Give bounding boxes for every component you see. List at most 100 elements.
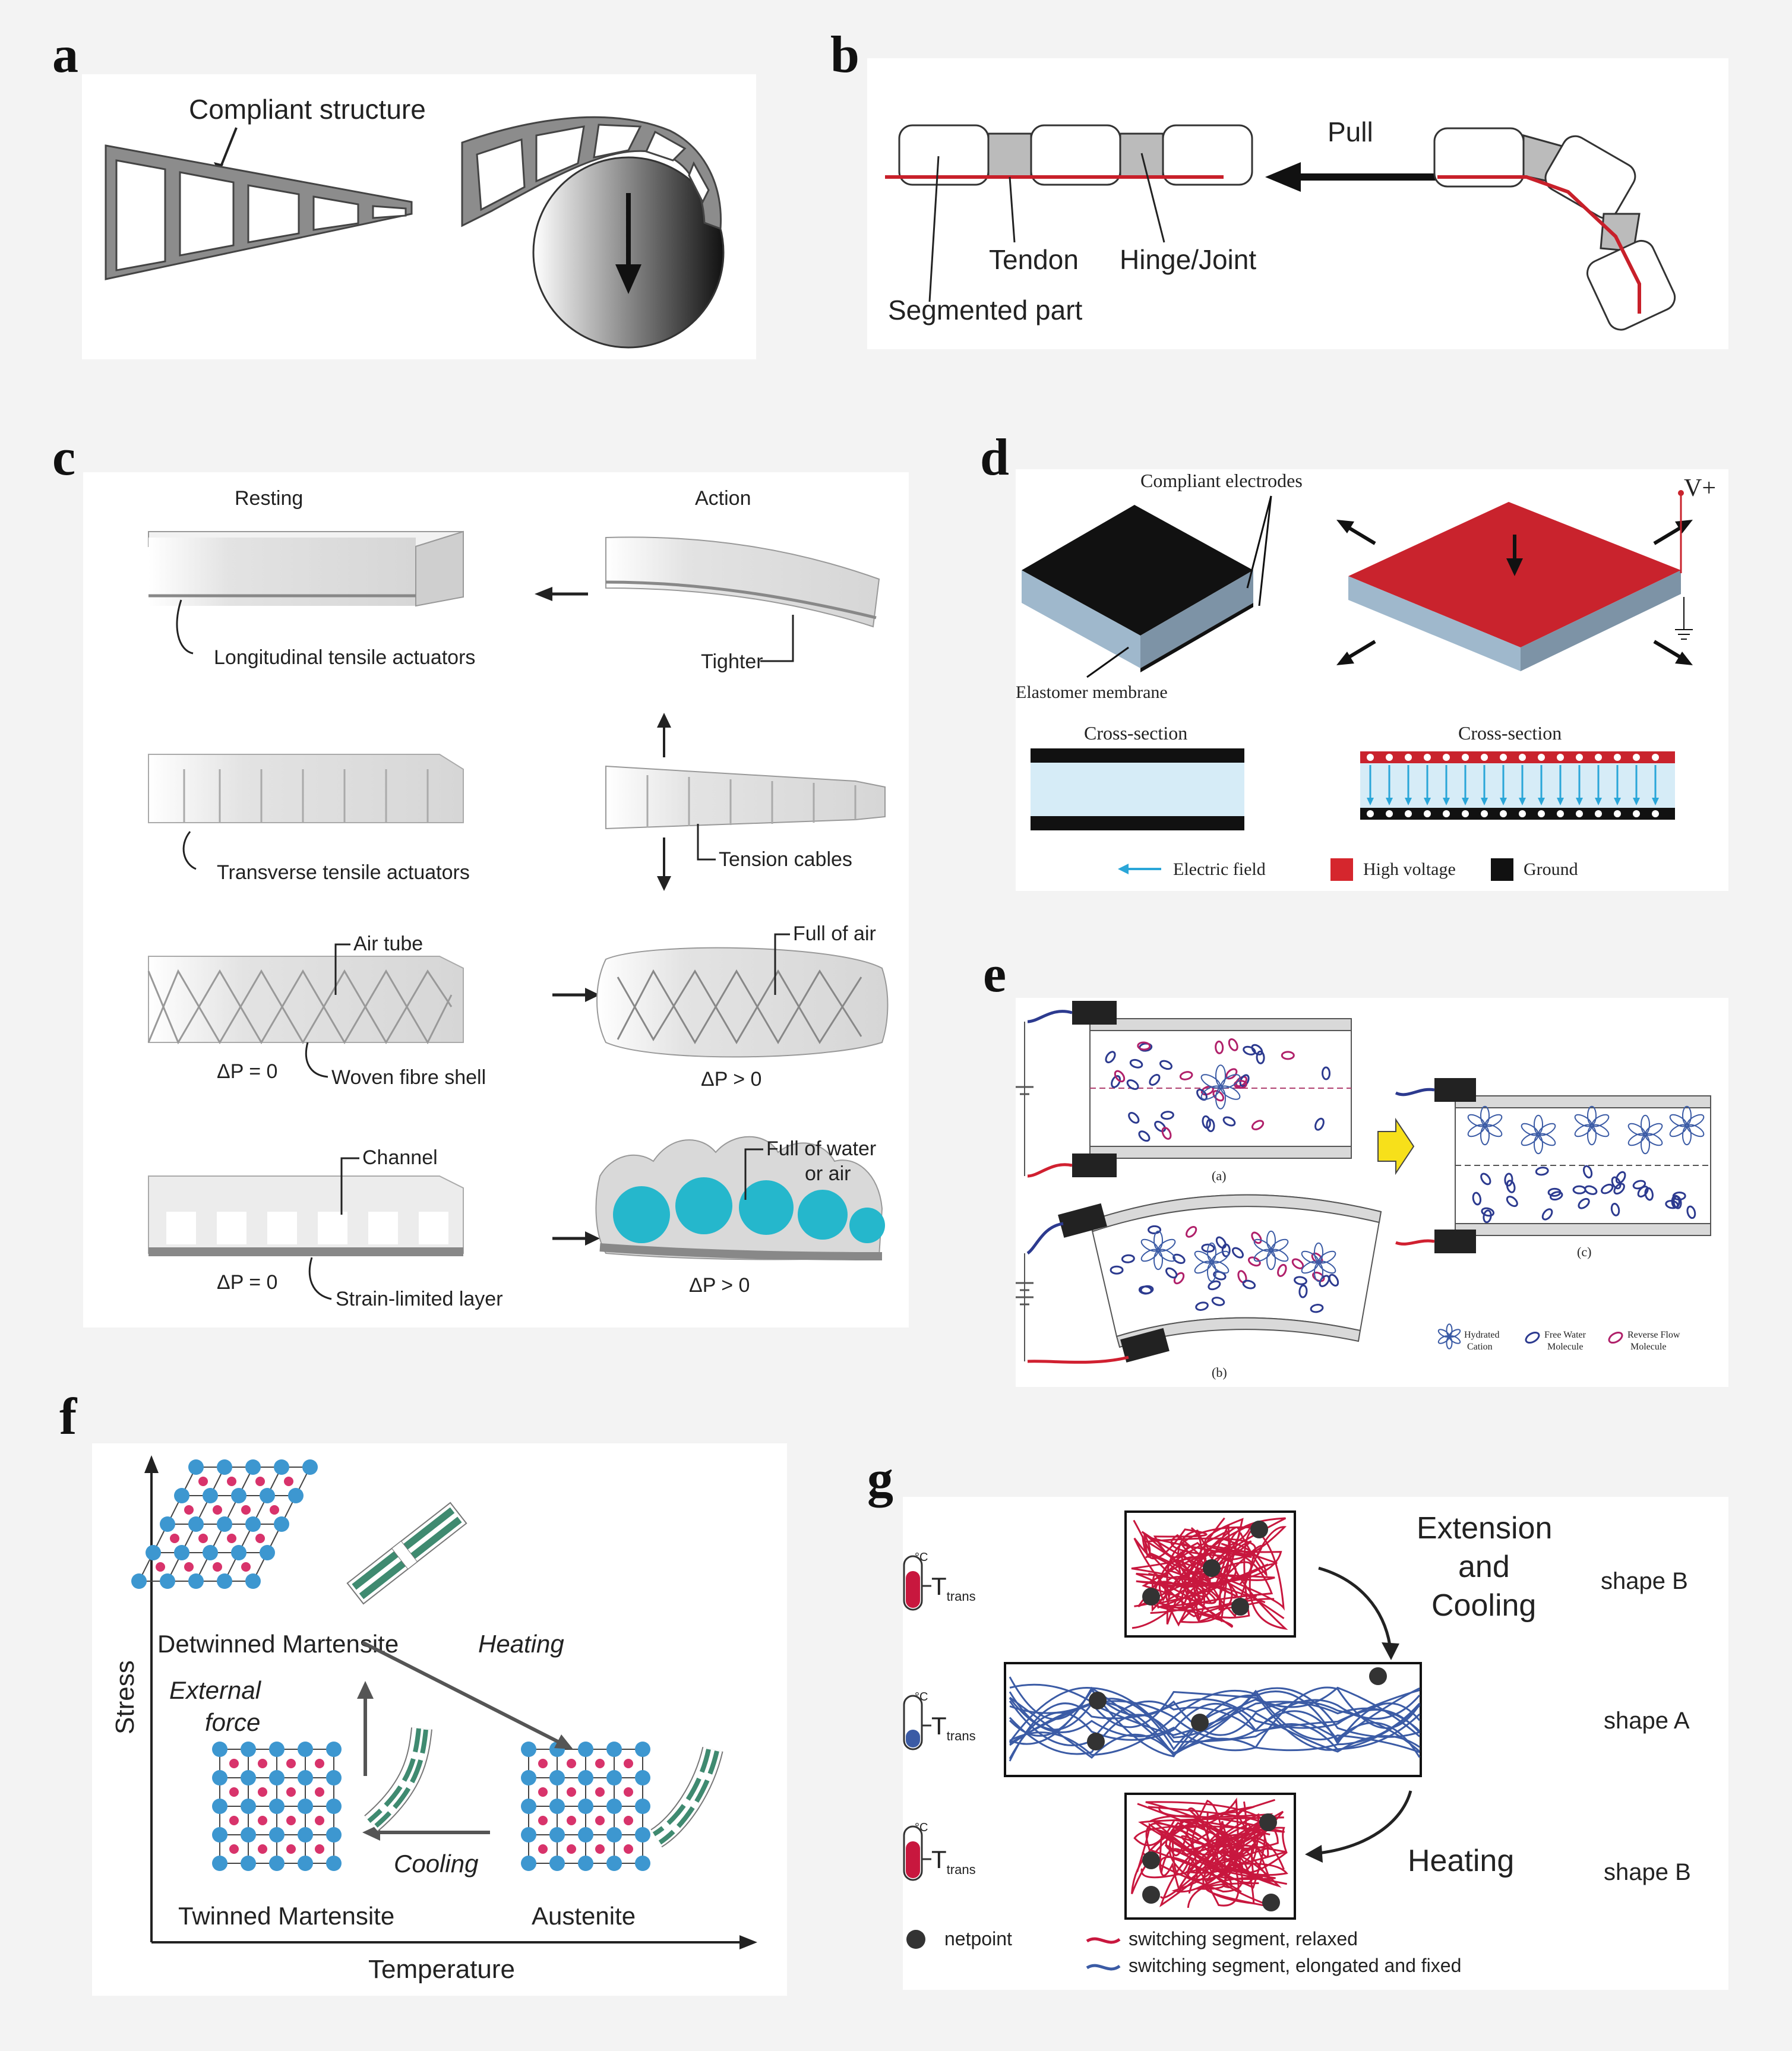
- austenite-strip: [650, 1746, 723, 1848]
- legend-electric-field: Electric field: [1173, 859, 1266, 879]
- panel-letter-f: f: [59, 1388, 77, 1446]
- air-tube-slab-rest: [147, 956, 464, 1045]
- twinned-label: Twinned Martensite: [178, 1902, 394, 1930]
- cross-section-label-2: Cross-section: [1458, 722, 1562, 744]
- panel-a: Compliant structure: [82, 74, 756, 359]
- shape-b-network-bottom: [1124, 1793, 1296, 1920]
- arrow-down-right-icon: [1675, 652, 1693, 665]
- external-label: External: [169, 1676, 262, 1704]
- heating-label: Heating: [1408, 1844, 1514, 1878]
- full-of-air-label: Full of air: [793, 922, 876, 945]
- tighter-label: Tighter: [701, 650, 763, 673]
- austenite-lattice: [521, 1742, 650, 1871]
- legend-ground-swatch: [1491, 858, 1513, 881]
- relaxed-label: switching segment, relaxed: [1129, 1928, 1358, 1949]
- ionic-actuator-b: [1016, 1194, 1382, 1364]
- subfigure-c-label: (c): [1577, 1244, 1591, 1259]
- shape-b-network-top: [1124, 1510, 1296, 1638]
- arrow-down-icon: [615, 264, 641, 294]
- and-label: and: [1458, 1550, 1510, 1584]
- pull-label: Pull: [1328, 116, 1373, 147]
- subfigure-a-label: (a): [1212, 1168, 1226, 1183]
- panel-g: °C Ttrans °C Ttrans °C Ttrans: [903, 1497, 1728, 1990]
- ttrans-label-2: Ttrans: [931, 1712, 976, 1743]
- longitudinal-slab-rest: [148, 530, 464, 607]
- full-of-water-label-2: or air: [805, 1162, 851, 1185]
- netpoint-label: netpoint: [944, 1928, 1012, 1949]
- panel-b: Tendon Hinge/Joint Segmented part Pull: [867, 58, 1728, 349]
- panel-d: Compliant electrodes Elastomer membrane …: [1016, 469, 1728, 891]
- dp-zero-label-1: ΔP = 0: [217, 1060, 277, 1083]
- strain-limited-label: Strain-limited layer: [336, 1288, 503, 1310]
- dea-actuated: [1348, 502, 1681, 671]
- compliant-electrodes-label: Compliant electrodes: [1140, 470, 1303, 491]
- transition-arrow-icon: [1377, 1117, 1415, 1175]
- shape-a-network: [1004, 1662, 1422, 1777]
- arrow-left-icon: [1305, 1845, 1323, 1863]
- cooling-label: Cooling: [394, 1850, 478, 1878]
- panel-letter-d: d: [980, 429, 1009, 486]
- twinned-lattice: [212, 1742, 342, 1871]
- panel-letter-b: b: [830, 26, 859, 84]
- heating-label: Heating: [478, 1630, 564, 1658]
- arrow-up-left-icon: [1336, 520, 1354, 533]
- legend-ground: Ground: [1524, 859, 1578, 879]
- austenite-label: Austenite: [532, 1902, 636, 1930]
- pull-arrow-icon: [1265, 162, 1301, 192]
- legend-free-water-molecule: Molecule: [1547, 1342, 1583, 1352]
- cross-section-actuated: [1360, 751, 1675, 820]
- arrow-right-icon: [585, 988, 600, 1002]
- deg-c-label-3: °C: [915, 1821, 928, 1834]
- transverse-slab-action: [605, 765, 886, 830]
- panel-letter-c: c: [52, 429, 76, 486]
- hinge-label: Hinge/Joint: [1120, 244, 1256, 275]
- detwinned-lattice: [131, 1459, 318, 1589]
- air-tube-slab-action: [596, 947, 889, 1058]
- tendon-actuator-rest: [885, 124, 1253, 186]
- arrow-down-right-icon: [554, 1734, 573, 1749]
- longitudinal-slab-action: [605, 536, 880, 628]
- cross-section-rest: [1031, 748, 1244, 830]
- legend-high-voltage-swatch: [1330, 858, 1353, 881]
- compliant-structure-label: Compliant structure: [189, 94, 426, 125]
- electric-field-legend-icon: [1118, 864, 1129, 874]
- transverse-slab-rest: [148, 754, 464, 823]
- subfigure-b-label: (b): [1212, 1365, 1227, 1380]
- full-of-water-label-1: Full of water: [766, 1137, 876, 1160]
- panel-letter-e: e: [983, 946, 1007, 1003]
- compliant-structure-bent: [461, 116, 722, 230]
- panel-f: Stress Temperature Detwinned Martensite …: [92, 1443, 787, 1996]
- netpoint-legend-icon: [906, 1930, 925, 1949]
- legend-reverse-molecule: Molecule: [1630, 1342, 1666, 1352]
- elastomer-label: Elastomer membrane: [1016, 682, 1168, 702]
- panel-e: (a) (c) (b: [1016, 998, 1728, 1387]
- channel-slab-rest: [148, 1175, 464, 1256]
- arrow-down-icon: [1506, 558, 1523, 576]
- channel-slab-action: [595, 1136, 885, 1260]
- temperature-label: Temperature: [368, 1955, 515, 1984]
- force-label: force: [205, 1708, 260, 1736]
- stress-label: Stress: [110, 1660, 140, 1734]
- panel-letter-a: a: [52, 26, 78, 84]
- thermometer-cold-icon: [903, 1695, 931, 1750]
- dp-zero-label-2: ΔP = 0: [217, 1271, 277, 1294]
- arrow-up-right-icon: [1675, 520, 1693, 533]
- dp-positive-label-2: ΔP > 0: [689, 1274, 750, 1297]
- legend-hydrated: Hydrated: [1464, 1330, 1500, 1340]
- legend-free-water: Free Water: [1544, 1330, 1586, 1340]
- longitudinal-label: Longitudinal tensile actuators: [214, 646, 475, 669]
- relaxed-legend-icon: [1086, 1937, 1121, 1944]
- woven-fibre-label: Woven fibre shell: [331, 1066, 486, 1089]
- tension-cables-label: Tension cables: [719, 848, 852, 871]
- legend-cation: Cation: [1467, 1342, 1493, 1352]
- dp-positive-label-1: ΔP > 0: [701, 1068, 761, 1091]
- arrow-down-icon: [657, 876, 671, 891]
- air-tube-label: Air tube: [353, 933, 423, 955]
- segmented-part-label: Segmented part: [888, 295, 1083, 325]
- arrow-down-icon: [1382, 1642, 1399, 1660]
- shape-b-label-1: shape B: [1601, 1568, 1688, 1594]
- panel-c: Resting Action Longitudinal tensile actu…: [83, 472, 909, 1328]
- thermometer-hot-icon: [903, 1825, 931, 1881]
- ionic-actuator-c: [1395, 1078, 1711, 1253]
- cooling-label: Cooling: [1431, 1588, 1536, 1623]
